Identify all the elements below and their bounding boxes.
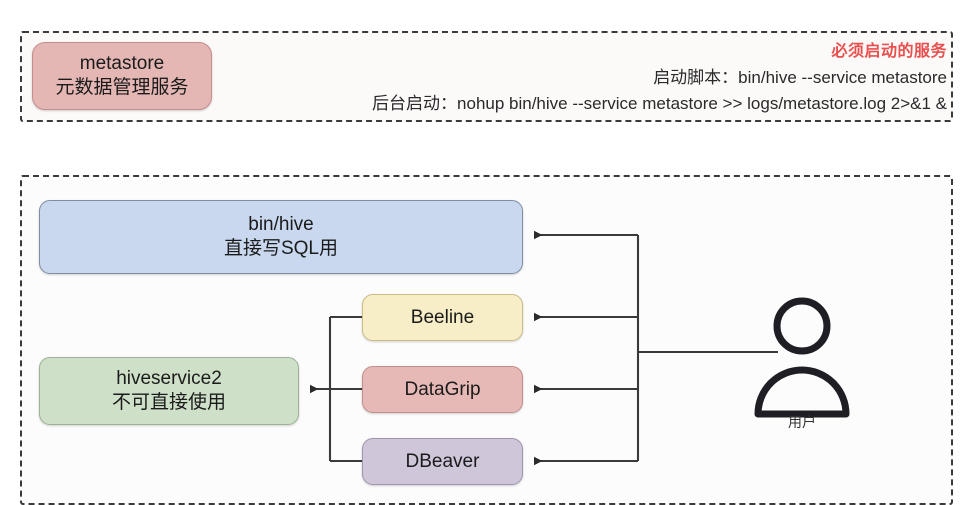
node-hiveservice2[interactable]: hiveservice2 不可直接使用 [39,357,299,425]
node-metastore-title: metastore [79,53,165,75]
must-start-service-label: 必须启动的服务 [831,43,947,60]
node-hiveservice2-subtitle: 不可直接使用 [111,392,226,413]
node-bin-hive-subtitle: 直接写SQL用 [223,238,339,259]
node-dbeaver[interactable]: DBeaver [362,438,523,485]
node-metastore-subtitle: 元数据管理服务 [55,77,189,98]
node-beeline[interactable]: Beeline [362,294,523,341]
user-icon [754,297,850,418]
user-label: 用户 [788,414,816,430]
diagram-canvas: metastore 元数据管理服务 必须启动的服务 启动脚本：bin/hive … [20,31,953,505]
background-start-text: 后台启动：nohup bin/hive --service metastore … [372,94,947,113]
start-script-text: 启动脚本：bin/hive --service metastore [653,68,947,87]
node-hiveservice2-title: hiveservice2 [116,368,222,390]
node-bin-hive[interactable]: bin/hive 直接写SQL用 [39,200,523,274]
node-bin-hive-title: bin/hive [248,214,314,236]
node-metastore[interactable]: metastore 元数据管理服务 [32,42,212,110]
node-beeline-label: Beeline [410,306,475,328]
node-datagrip-label: DataGrip [404,378,481,400]
node-dbeaver-label: DBeaver [405,450,480,472]
node-datagrip[interactable]: DataGrip [362,366,523,413]
